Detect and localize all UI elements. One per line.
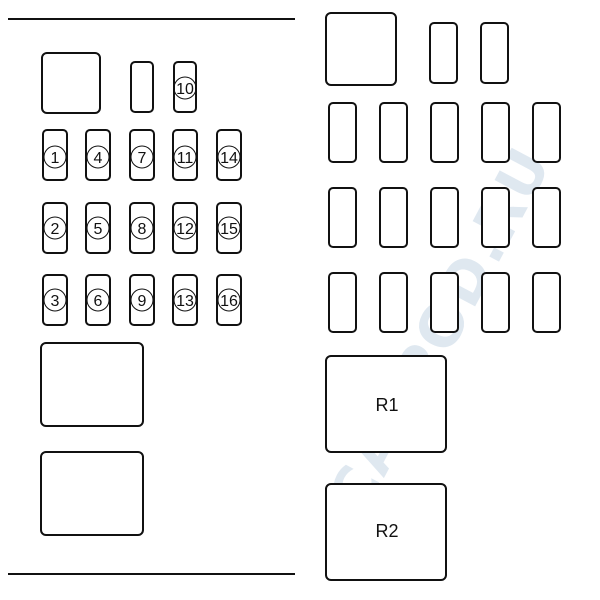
fuse-slot-r2-c5 [532,187,561,248]
fuse-slot [129,274,155,326]
fuse-number: 6 [94,293,103,310]
fuse-number: 5 [94,221,103,238]
fuse-number-ring [43,145,67,169]
relay-label: R2 [375,521,398,541]
fuse-number: 2 [51,221,60,238]
large-fuse-slot-middle [40,342,144,427]
relay-slot [325,355,447,453]
fuse-slot-r2-c1 [328,187,357,248]
fuse-slot [42,129,68,181]
fuse-number-ring [217,288,241,312]
fuse-slot [172,274,198,326]
left-panel: 10 1 4 7 11 14 2 [8,18,295,575]
fuse-number: 8 [138,221,147,238]
fuse-slot-r3-c2 [379,272,408,333]
fuse-number: 1 [51,150,60,167]
fuse-number-ring [173,288,197,312]
fuse-slot [85,129,111,181]
fuse-number: 11 [177,150,194,167]
fuse-slot-r3-c3 [430,272,459,333]
fuse-7: 7 [129,129,155,181]
fuse-number: 4 [94,150,103,167]
fuse-slot-r3-c4 [481,272,510,333]
fuse-3: 3 [42,274,68,326]
fuse-slot [216,274,242,326]
fuse-slot [42,274,68,326]
relay-r1: R1 [325,355,447,453]
fuse-number: 9 [138,293,147,310]
fuse-number-ring [217,216,241,240]
fuse-number-ring [173,145,197,169]
fuse-5: 5 [85,202,111,254]
fuse-number: 15 [220,221,238,238]
spare-fuse-slot [130,61,154,113]
fuse-9: 9 [129,274,155,326]
fuse-8: 8 [129,202,155,254]
fuse-slot-r1-c1 [328,102,357,163]
fuse-1: 1 [42,129,68,181]
fuse-number: 3 [51,293,60,310]
fuse-16: 16 [216,274,242,326]
fuse-slot-r3-c5 [532,272,561,333]
fuse-slot [172,202,198,254]
large-fuse-slot-top [41,52,101,114]
fuse-slot-top-1 [429,22,458,84]
fuse-6: 6 [85,274,111,326]
fuse-11: 11 [172,129,198,181]
fuse-slot [85,202,111,254]
fuse-10: 10 [173,61,197,113]
relay-label: R1 [375,395,398,415]
fuse-number-ring [173,76,197,100]
fuse-14: 14 [216,129,242,181]
fuse-12: 12 [172,202,198,254]
fuse-13: 13 [172,274,198,326]
fuse-slot [216,129,242,181]
fuse-slot-r2-c3 [430,187,459,248]
right-panel: R1 R2 [325,12,561,581]
fuse-slot-r1-c5 [532,102,561,163]
large-fuse-slot-bottom [40,451,144,536]
relay-slot [325,483,447,581]
fuse-number-ring [86,216,110,240]
fuse-number: 16 [220,293,238,310]
fuse-number-ring [43,216,67,240]
fuse-number: 12 [176,221,194,238]
fuse-slot-top-2 [480,22,509,84]
fuse-number-ring [130,288,154,312]
fuse-slot [129,129,155,181]
fuse-slot-r1-c4 [481,102,510,163]
fuse-slot [172,129,198,181]
fuse-number: 14 [220,150,238,167]
fuse-number-ring [86,145,110,169]
fuse-slot-r3-c1 [328,272,357,333]
fuse-number: 10 [176,81,194,98]
fuse-slot [129,202,155,254]
fuse-slot [216,202,242,254]
fuse-slot [42,202,68,254]
relay-r2: R2 [325,483,447,581]
large-fuse-slot-right [325,12,397,86]
fuse-number-ring [43,288,67,312]
fuse-15: 15 [216,202,242,254]
fuse-slot-r2-c4 [481,187,510,248]
fuse-number-ring [130,216,154,240]
fuse-slot-r2-c2 [379,187,408,248]
fuse-number-ring [86,288,110,312]
fuse-number: 13 [176,293,194,310]
fuse-number: 7 [138,150,147,167]
fuse-slot-r1-c3 [430,102,459,163]
fuse-2: 2 [42,202,68,254]
fuse-number-ring [130,145,154,169]
fuse-4: 4 [85,129,111,181]
fuse-number-ring [217,145,241,169]
fuse-number-ring [173,216,197,240]
fuse-slot [85,274,111,326]
fuse-slot-r1-c2 [379,102,408,163]
